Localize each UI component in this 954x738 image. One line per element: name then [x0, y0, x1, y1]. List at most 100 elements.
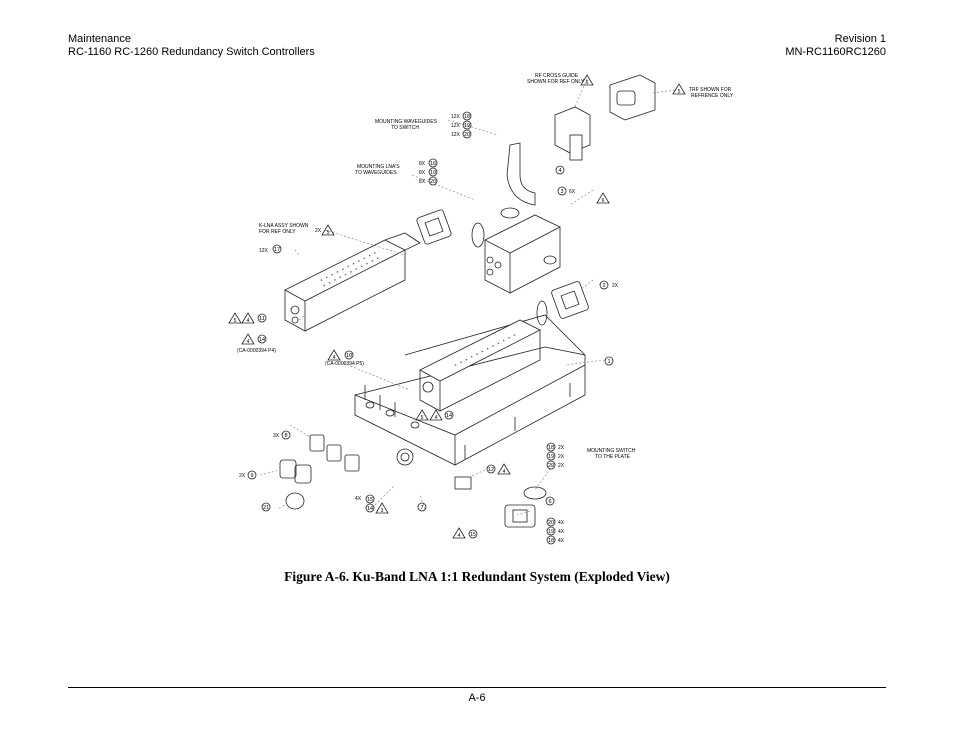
svg-text:19: 19	[464, 123, 470, 129]
qty-label: 2X	[558, 454, 565, 460]
triangle-callout-4: 4	[429, 409, 443, 421]
balloon-18: 18	[462, 111, 472, 121]
svg-text:8: 8	[284, 433, 287, 439]
svg-text:3: 3	[381, 508, 384, 514]
balloon-14: 14	[257, 334, 267, 344]
note-rf-cross-guide-2: SHOWN FOR REF ONLY	[527, 79, 585, 85]
note-mounting-waveguides-2: TO SWITCH	[391, 125, 419, 131]
qty-label: 8X	[419, 179, 426, 185]
svg-text:18: 18	[464, 114, 470, 120]
triangle-callout-6: 6	[596, 192, 610, 204]
header-doc-number: MN-RC1160RC1260	[785, 46, 886, 58]
svg-text:10: 10	[346, 353, 352, 359]
qty-label: 2X	[315, 228, 322, 234]
qty-label: 4X	[558, 529, 565, 535]
note-trf-2: REFRENCE ONLY	[691, 93, 734, 99]
triangle-callout-5: 5	[321, 224, 335, 236]
svg-text:19: 19	[430, 170, 436, 176]
o-ring	[523, 486, 547, 500]
note-mounting-lnas-1: MOUNTING LNA'S	[357, 164, 400, 170]
waveguide-bend	[506, 142, 536, 206]
triangle-callout-4: 4	[241, 333, 255, 345]
note-mounting-lnas-2: TO WAVEGUIDES	[355, 170, 397, 176]
header-manual-title: RC-1160 RC-1260 Redundancy Switch Contro…	[68, 46, 315, 58]
balloon-8: 8	[281, 430, 291, 440]
svg-text:20: 20	[548, 520, 554, 526]
balloon-19: 19	[546, 451, 556, 461]
note-mounting-switch-2: TO THE PLATE	[595, 454, 631, 460]
balloon-17: 17	[272, 244, 282, 254]
balloon-20: 20	[462, 129, 472, 139]
balloon-6: 6	[545, 496, 555, 506]
triangle-callout-4: 4	[241, 312, 255, 324]
svg-text:5: 5	[421, 415, 424, 421]
svg-text:3: 3	[560, 189, 563, 195]
o-ring	[500, 207, 520, 219]
qty-label: 12X	[451, 123, 461, 129]
balloon-20: 20	[546, 460, 556, 470]
qty-label: 2X	[558, 463, 565, 469]
svg-text:14: 14	[259, 337, 265, 343]
svg-text:4: 4	[435, 415, 438, 421]
balloon-21: 21	[261, 502, 271, 512]
circular-connector	[396, 448, 414, 466]
qty-label: 12X	[259, 248, 269, 254]
balloon-14: 14	[444, 410, 454, 420]
exploded-view-drawing: RF CROSS GUIDE SHOWN FOR REF ONLY TRF SH…	[228, 73, 734, 545]
svg-text:20: 20	[464, 132, 470, 138]
qty-label: 4X	[558, 520, 565, 526]
lna-assembly-lower	[419, 319, 541, 412]
n-connectors	[279, 434, 360, 510]
svg-text:1: 1	[607, 359, 610, 365]
svg-text:4: 4	[333, 355, 336, 361]
o-ring	[471, 222, 485, 248]
svg-text:4: 4	[503, 469, 506, 475]
note-lna-assy-1: K-LNA ASSY SHOWN	[259, 223, 309, 229]
qty-label: 8X	[419, 161, 426, 167]
qty-label: 6X	[569, 189, 576, 195]
note-part-p4: (CA-0000394 P4)	[237, 348, 276, 354]
svg-text:5: 5	[234, 318, 237, 324]
svg-text:6: 6	[548, 499, 551, 505]
svg-text:6: 6	[586, 80, 589, 86]
svg-text:4: 4	[247, 318, 250, 324]
balloon-14: 14	[365, 503, 375, 513]
svg-text:15: 15	[367, 497, 373, 503]
qty-label: 8X	[419, 170, 426, 176]
balloon-19: 19	[428, 167, 438, 177]
svg-text:2: 2	[602, 283, 605, 289]
base-plate	[354, 314, 586, 466]
svg-text:9: 9	[250, 473, 253, 479]
flange-upper	[416, 209, 452, 245]
balloon-19: 19	[462, 120, 472, 130]
waveguide-switch	[484, 214, 561, 294]
svg-text:19: 19	[548, 454, 554, 460]
triangle-callout-5: 5	[415, 409, 429, 421]
svg-text:15: 15	[470, 532, 476, 538]
note-rf-cross-guide-1: RF CROSS GUIDE	[535, 73, 579, 79]
svg-text:4: 4	[458, 533, 461, 539]
svg-text:14: 14	[446, 413, 452, 419]
running-header-right: Revision 1 MN-RC1160RC1260	[785, 33, 886, 59]
note-part-p5: (CA-0000394 P5)	[325, 361, 364, 367]
balloon-12: 12	[486, 464, 496, 474]
qty-label: 2X	[612, 283, 619, 289]
balloon-16: 16	[428, 158, 438, 168]
svg-text:20: 20	[430, 179, 436, 185]
svg-text:21: 21	[263, 505, 269, 511]
svg-text:4: 4	[558, 168, 561, 174]
note-trf-1: TRF SHOWN FOR	[689, 87, 732, 93]
qty-label: 4X	[558, 538, 565, 544]
qty-label: 12X	[451, 114, 461, 120]
svg-text:5: 5	[678, 89, 681, 95]
balloon-20: 20	[428, 176, 438, 186]
svg-text:6: 6	[602, 198, 605, 204]
flange-bottom	[504, 504, 536, 528]
svg-text:20: 20	[548, 463, 554, 469]
waveguide-port-sensor	[454, 476, 472, 490]
running-header-left: Maintenance RC-1160 RC-1260 Redundancy S…	[68, 33, 315, 59]
flange-right	[551, 281, 589, 319]
triangle-callout-5: 5	[228, 312, 242, 324]
header-section: Maintenance	[68, 33, 131, 45]
svg-text:14: 14	[367, 506, 373, 512]
